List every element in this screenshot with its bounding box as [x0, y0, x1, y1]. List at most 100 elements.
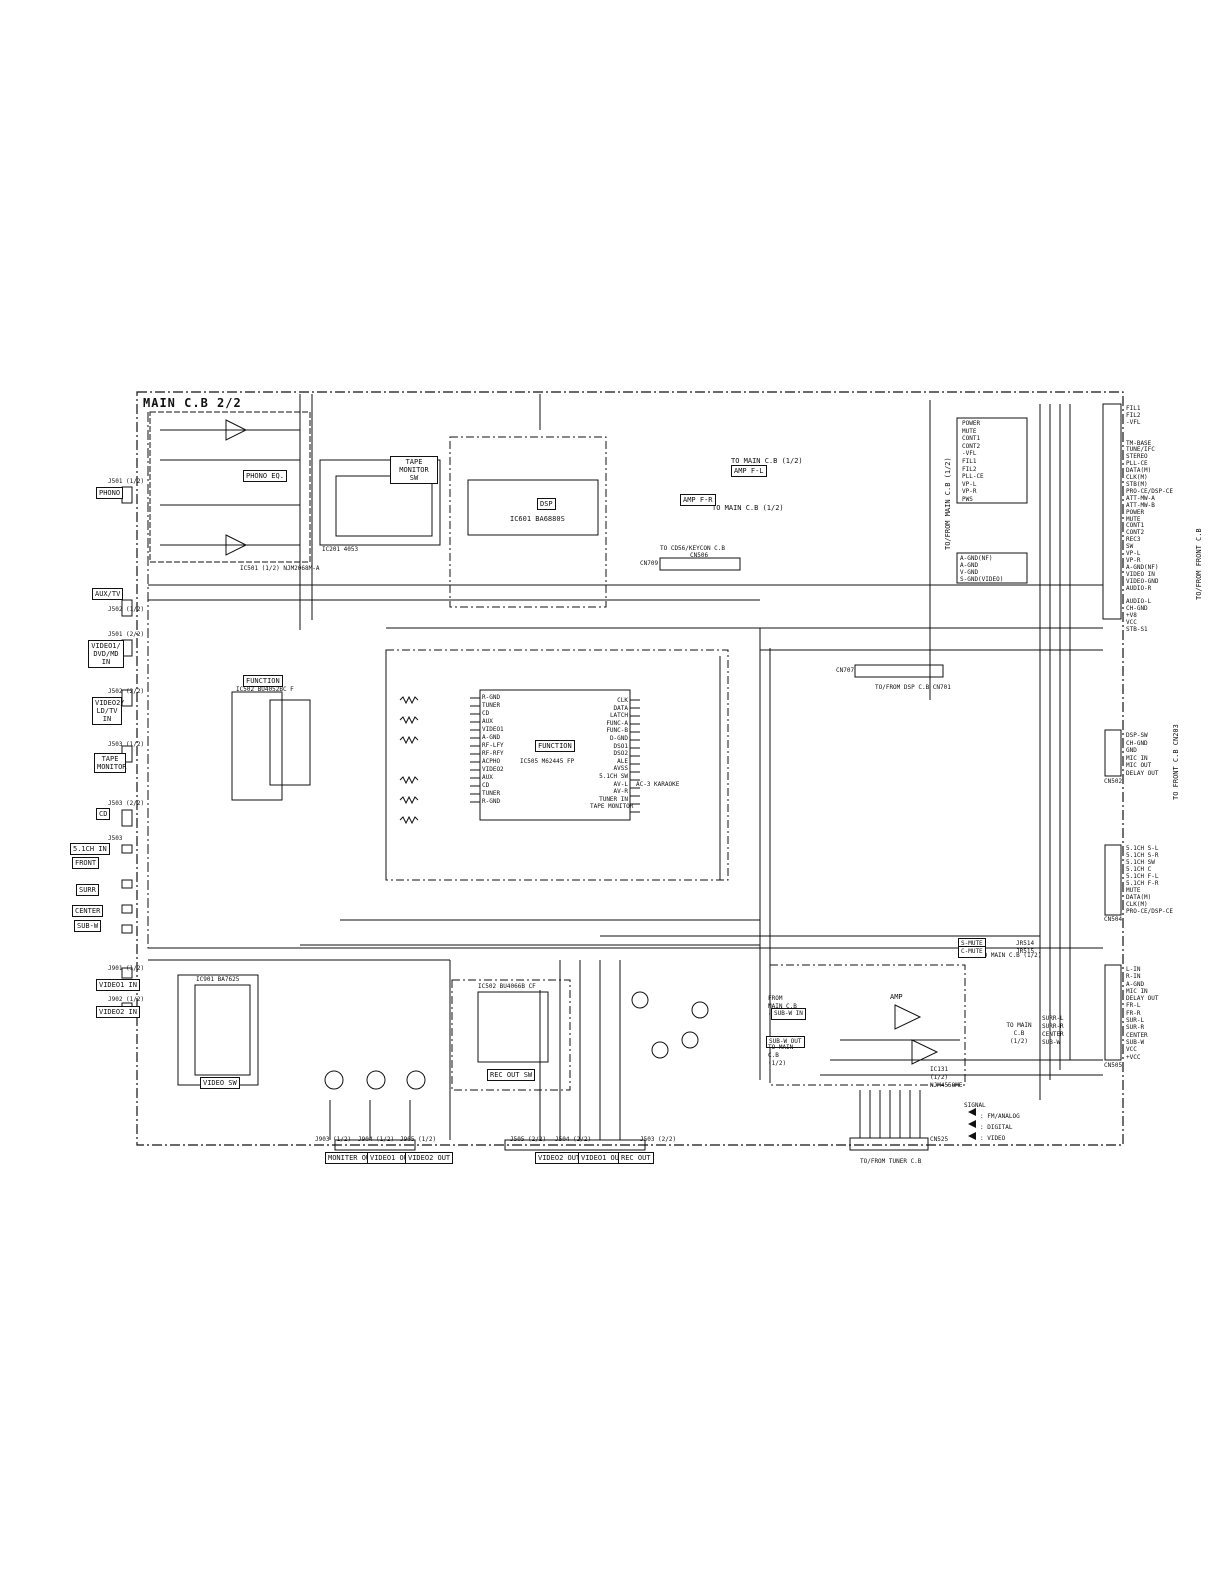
cn505-pin: R-IN [1126, 973, 1141, 981]
cn501-pin: CONT2 [1126, 529, 1145, 537]
cn501-pin: STB(M) [1126, 480, 1148, 488]
surr-signal: CENTER [1042, 1031, 1064, 1038]
block-phono-ic: IC501 (1/2) NJM2068M-A [240, 565, 320, 572]
label-to-front-cb-cn203: TO FRONT C.B CN203 [1172, 724, 1180, 800]
gnd-signal: A-GND [960, 562, 979, 569]
cn501-pin: VP-R [1126, 556, 1141, 564]
jack-id-aux: J502 (1/2) [108, 606, 145, 613]
label-cn505: CN505 [1104, 1062, 1123, 1069]
cn505-pin: SUB-W [1126, 1038, 1145, 1046]
cn501-pin-list: FIL1 FIL2 -VFL TM-BASE TUNE/IFC STEREO P… [1126, 405, 1173, 634]
cn502-pin: MIC OUT [1126, 762, 1152, 769]
function-pin: A-GND [482, 734, 501, 741]
jack-label-rec-out: REC OUT [618, 1152, 654, 1164]
jack-id-video2: J502 (2/2) [108, 688, 145, 695]
jack-id-tape: J503 (1/2) [108, 741, 145, 748]
jack-id-phono: J501 (1/2) [108, 478, 145, 485]
label-to-main-cb-1: TO MAIN C.B (1/2) [731, 457, 803, 465]
cn501-pin: TM-BASE [1126, 439, 1152, 447]
cn504-pin: DATA(M) [1126, 894, 1152, 901]
cn505-pin: A-GND [1126, 980, 1145, 988]
function-pin: FUNC-B [606, 727, 628, 735]
jack-id-cd: J503 (2/2) [108, 800, 145, 807]
page-title: MAIN C.B 2/2 [143, 396, 242, 410]
jack-id-video1: J501 (2/2) [108, 631, 145, 638]
label-cn506: CN506 [690, 552, 709, 559]
jack-id-video2-in: J902 (1/2) [108, 996, 145, 1003]
signal-legend: SIGNAL : FM/ANALOG : DIGITAL : VIDEO [964, 1100, 1020, 1144]
label-to-main-cb-2: TO MAIN C.B (1/2) [712, 504, 784, 512]
function-pin: TUNER [482, 790, 501, 797]
function-pin: VIDEO1 [482, 726, 504, 733]
front-signal: -VFL [962, 450, 977, 458]
label-to-from-tuner: TO/FROM TUNER C.B [860, 1158, 922, 1165]
function-pin: R-GND [482, 694, 501, 701]
block-tape-ic: IC201 4053 [322, 546, 359, 553]
legend-item-video: : VIDEO [980, 1135, 1006, 1142]
cn504-pin: 5.1CH S-R [1126, 852, 1159, 859]
label-to-cd56: TO CD56/KEYCON C.B [660, 545, 726, 552]
jack-id-video2-out: J905 (1/2) [400, 1136, 437, 1143]
cn501-pin: CONT1 [1126, 522, 1145, 530]
block-phono-eq: PHONO EQ. [243, 470, 287, 482]
function-pin: CD [482, 782, 490, 789]
cn501-pin: VIDEO-GND [1126, 577, 1159, 585]
function-pin: D-GND [609, 734, 628, 742]
cn504-pin: MUTE [1126, 887, 1141, 894]
cn504-pin: 5.1CH C [1126, 866, 1152, 873]
label-amp-fl: AMP F-L [731, 465, 767, 477]
jack-label-front: FRONT [72, 857, 100, 869]
cn505-pin: +VCC [1126, 1053, 1141, 1061]
cn505-pin-list: L-IN R-IN A-GND MIC IN DELAY OUT FR-L FR… [1126, 966, 1159, 1061]
cn501-pin: REC3 [1126, 536, 1141, 544]
cn504-pin: 5.1CH F-R [1126, 880, 1159, 887]
cn502-pin: DSP-SW [1126, 732, 1148, 739]
function-pin: RF-LFY [482, 742, 504, 749]
function-pin: CLK [617, 697, 628, 704]
function-pin: DSO2 [613, 750, 628, 758]
label-cn525: CN525 [930, 1136, 949, 1143]
cn505-pin: FR-R [1126, 1009, 1141, 1017]
function-pin: TUNER IN [599, 795, 628, 803]
cn501-pin: ATT-MW-B [1126, 501, 1155, 509]
cn501-pin: FIL1 [1126, 405, 1141, 412]
label-c-mute: C-MUTE [958, 946, 986, 958]
function-pin: CD [482, 710, 490, 717]
front-signal: MUTE [962, 427, 977, 435]
function-pin: ACPHO [482, 758, 501, 765]
front-signal: FIL1 [962, 457, 977, 465]
cn501-pin: FIL2 [1126, 411, 1141, 419]
cn501-pin: -VFL [1126, 418, 1141, 426]
block-rec-out-ic: IC502 BU4066B CF [478, 983, 536, 990]
legend-item-digital: : DIGITAL [980, 1124, 1013, 1131]
cn501-pin: DATA(M) [1126, 467, 1152, 475]
surr-signal-list: SURR-L SURR-R CENTER SUB-W [1042, 1015, 1064, 1047]
cn504-pin: PRO-CE/DSP-CE [1126, 908, 1173, 915]
function-pin: DSO1 [613, 742, 628, 750]
jack-label-phono: PHONO [96, 487, 124, 499]
jack-label-video1-out: VIDEO1 OUT [367, 1152, 416, 1164]
jack-id-51ch: J503 [108, 835, 123, 842]
label-to-main-cb-3: TO MAIN C.B (1/2) [768, 1044, 794, 1067]
function-pin: TUNER [482, 702, 501, 709]
cn501-pin: STEREO [1126, 453, 1148, 461]
jack-label-aux: AUX/TV [92, 588, 124, 600]
front-signal: VP-L [962, 480, 977, 488]
jack-id-video1-audio-out: J504 (2/2) [555, 1136, 592, 1143]
function-pins-left: R-GND TUNER CD AUX VIDEO1 A-GND RF-LFY R… [482, 694, 504, 806]
cn501-pin: VIDEO IN [1126, 570, 1155, 578]
cn501-pin: AUDIO-R [1126, 584, 1152, 592]
block-karaoke: AC-3 KARAOKE [636, 781, 680, 788]
front-signal: CONT1 [962, 435, 981, 443]
function-pin: AUX [482, 718, 493, 725]
function-pin: AUX [482, 774, 493, 781]
function-pin: FUNC-A [606, 719, 628, 727]
label-to-from-dsp-cb: TO/FROM DSP C.B CN701 [875, 684, 951, 691]
block-function-small: FUNCTION [243, 675, 283, 687]
jack-label-video2: VIDEO2/ LD/TV IN [92, 697, 125, 725]
cn501-pin: POWER [1126, 508, 1145, 516]
label-jr514: JR514 [1016, 940, 1035, 947]
cn501-pin [1126, 427, 1173, 434]
block-dsp: DSP [537, 498, 556, 510]
jack-label-video2-out: VIDEO2 OUT [405, 1152, 454, 1164]
